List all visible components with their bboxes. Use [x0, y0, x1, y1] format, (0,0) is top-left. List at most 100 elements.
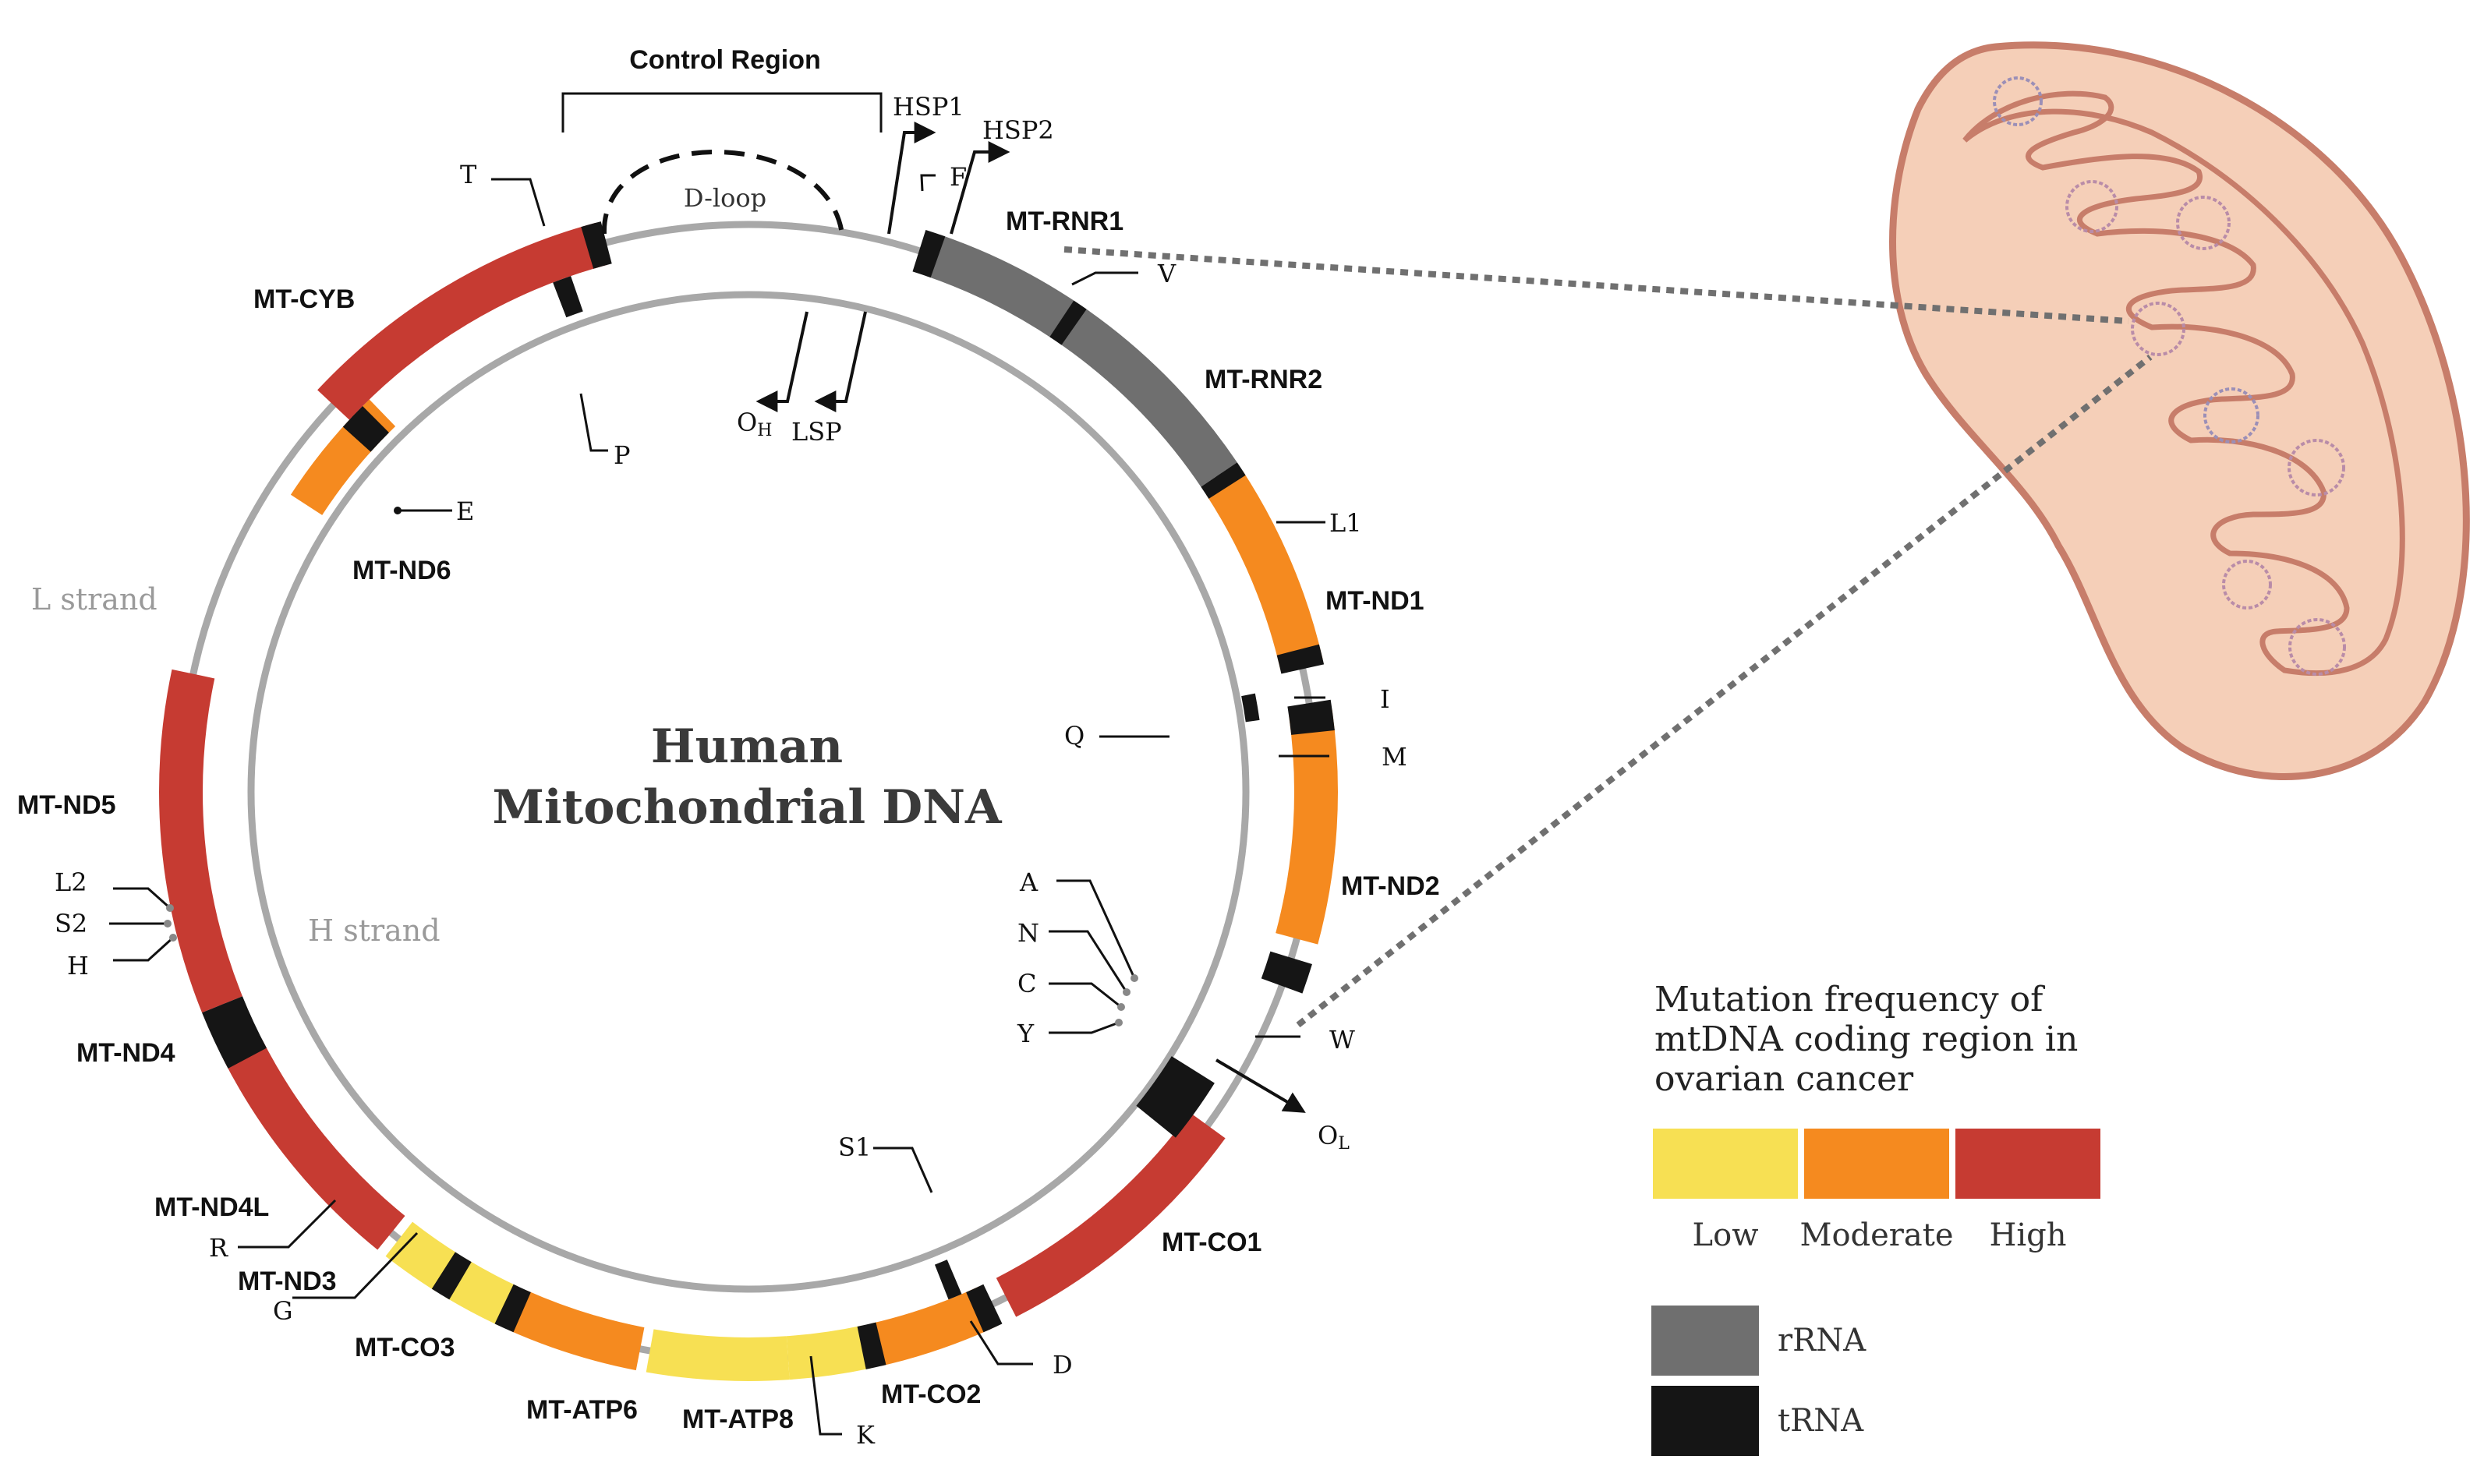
d-loop-arc: [601, 150, 844, 235]
trna-block-M: [1287, 699, 1335, 735]
zoom-connector-lower: [1296, 354, 2153, 1028]
ol-arrow: [1215, 1058, 1306, 1113]
hsp1-arrow: [887, 122, 936, 235]
control-region-label: Control Region: [629, 45, 821, 75]
mtdna-copy: [2288, 618, 2346, 676]
gene-block-rnr2: [1053, 303, 1237, 487]
gene-block-rnr1: [925, 235, 1078, 340]
trna-block-G: [494, 1284, 531, 1333]
mtdna-copy: [1993, 76, 2043, 126]
gene-label-nd5: MT-ND5: [17, 790, 116, 820]
h-strand-label: H strand: [308, 913, 441, 948]
trna-label-M: M: [1382, 742, 1407, 772]
trna-label-I: I: [1380, 684, 1390, 714]
gene-label-rnr1: MT-RNR1: [1006, 207, 1123, 236]
trna-block-W: [1261, 951, 1312, 994]
trna-block-Q: [1241, 693, 1260, 723]
h-strand-ring: [247, 291, 1250, 1293]
trna-label-P: P: [614, 440, 631, 470]
trna-label-A: A: [1019, 867, 1039, 897]
gene-label-nd4: MT-ND4: [76, 1038, 175, 1068]
trna-leaders: [109, 174, 1329, 1436]
d-loop-label: D-loop: [684, 183, 766, 213]
mitochondrion-illustration: [1889, 41, 2470, 780]
mtdna-copy: [2203, 387, 2259, 443]
trna-label-R: R: [209, 1233, 228, 1263]
trna-block-HS2L2: [202, 996, 267, 1069]
legend-label-moderate: Moderate: [1799, 1217, 1953, 1253]
gene-label-co1: MT-CO1: [1162, 1228, 1261, 1257]
trna-dot: [1115, 1019, 1123, 1026]
trna-dot: [394, 507, 402, 514]
gene-label-nd2: MT-ND2: [1341, 871, 1440, 901]
trna-dot: [1131, 974, 1138, 982]
legend-label-high: High: [1989, 1217, 2066, 1253]
gene-block-nd1: [1206, 471, 1323, 670]
legend-swatch-trna: [1651, 1386, 1759, 1456]
trna-map: [202, 221, 1335, 1369]
gene-block-co2: [871, 1286, 998, 1366]
mitochondrion-cristae: [1962, 90, 2405, 677]
trna-label-L1: L1: [1329, 508, 1362, 538]
legend-title-line3: ovarian cancer: [1654, 1059, 1914, 1099]
trna-block-P: [553, 276, 583, 318]
hsp2-label: HSP2: [982, 115, 1054, 145]
trna-block-T: [581, 221, 612, 269]
trna-label-L2: L2: [55, 867, 87, 897]
trna-label-G: G: [273, 1296, 293, 1326]
lsp-label: LSP: [791, 417, 842, 447]
gene-map: [159, 222, 1338, 1381]
gene-block-nd4: [223, 1039, 405, 1250]
gene-block-co3: [508, 1290, 645, 1371]
trna-label-K: K: [856, 1420, 876, 1450]
gene-label-nd3: MT-ND3: [238, 1267, 337, 1296]
gene-block-nd4l: [385, 1221, 460, 1292]
trna-label-T: T: [460, 160, 477, 189]
legend-label-low: Low: [1693, 1217, 1759, 1253]
trna-block-E: [342, 406, 389, 452]
legend: Mutation frequency of mtDNA coding regio…: [1651, 980, 2100, 1456]
mtdna-copy: [2131, 302, 2185, 356]
gene-label-nd1: MT-ND1: [1325, 586, 1424, 616]
l-strand-label: L strand: [31, 582, 157, 617]
gene-block-atp8: [786, 1325, 872, 1380]
trna-dot: [164, 920, 172, 928]
diagram-title-line2: Mitochondrial DNA: [492, 780, 1003, 835]
legend-title-line2: mtDNA coding region in: [1654, 1019, 2078, 1059]
trna-block-V: [1049, 300, 1087, 345]
legend-swatch-rrna: [1651, 1306, 1759, 1376]
trna-block-K: [857, 1322, 886, 1369]
lsp-arrow: [814, 311, 867, 412]
mtdna-copy: [2288, 439, 2345, 496]
gene-label-atp6: MT-ATP6: [526, 1395, 638, 1425]
diagram-title-line1: Human: [651, 719, 843, 774]
trna-block-I: [1276, 644, 1325, 674]
trna-label-H: H: [67, 951, 89, 980]
trna-label-Q: Q: [1064, 721, 1085, 751]
gene-block-atp6: [646, 1329, 790, 1381]
gene-label-co2: MT-CO2: [881, 1380, 981, 1409]
trna-block-ANCY: [1136, 1056, 1215, 1138]
gene-label-nd4l: MT-ND4L: [154, 1192, 269, 1222]
trna-dot: [1117, 1003, 1125, 1011]
trna-label-Y: Y: [1017, 1019, 1035, 1048]
gene-block-cyb: [317, 222, 607, 420]
legend-label-rrna: rRNA: [1778, 1323, 1867, 1359]
gene-label-rnr2: MT-RNR2: [1205, 365, 1322, 394]
control-region-bracket: [561, 92, 883, 132]
trna-label-D: D: [1053, 1350, 1073, 1380]
oh-arrow: [755, 311, 809, 412]
trna-dot: [169, 934, 177, 942]
trna-label-S1: S1: [838, 1132, 871, 1162]
trna-block-R: [431, 1252, 472, 1300]
legend-swatch-high: [1955, 1129, 2100, 1199]
gene-label-cyb: MT-CYB: [253, 284, 355, 314]
hsp1-label: HSP1: [893, 92, 964, 122]
trna-label-W: W: [1329, 1025, 1355, 1055]
trna-block-F: [912, 229, 946, 278]
trna-label-C: C: [1017, 969, 1036, 998]
trna-label-S2: S2: [55, 909, 87, 938]
trna-block-D: [966, 1284, 1003, 1333]
gene-block-nd5: [159, 669, 242, 1013]
